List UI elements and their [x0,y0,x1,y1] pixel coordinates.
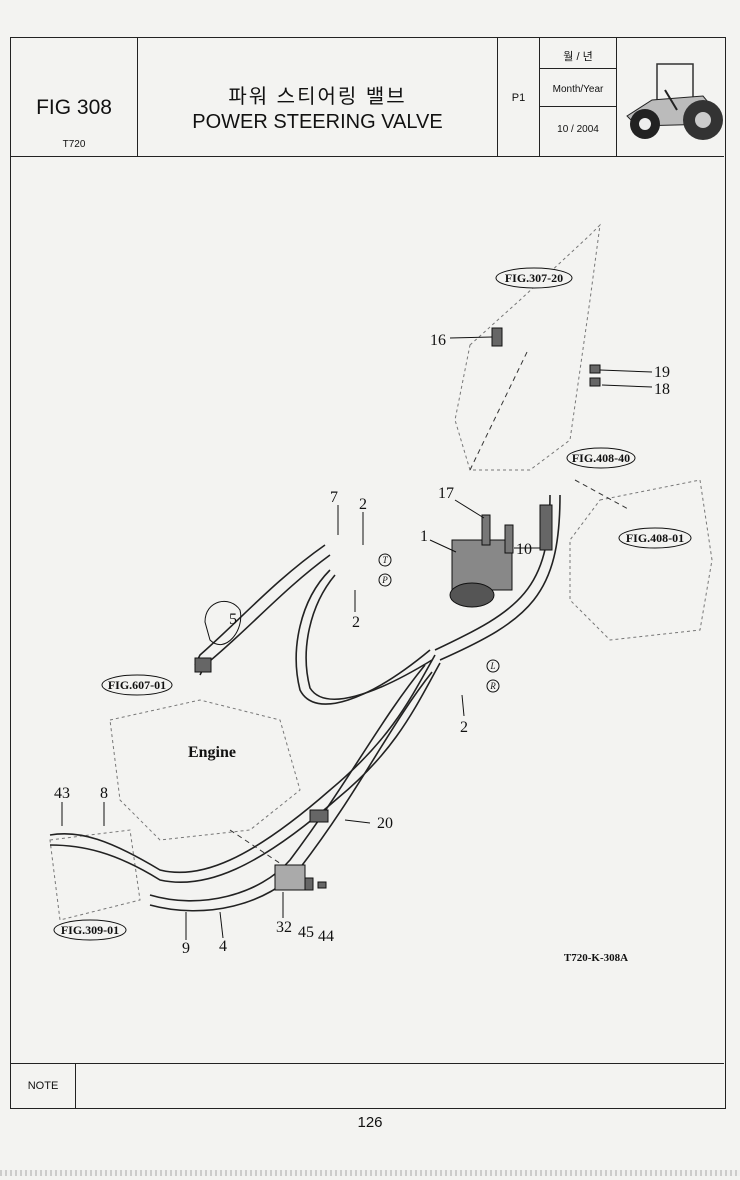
callout-4: 4 [219,938,227,955]
callout-5: 5 [229,611,237,628]
date-label-korean: 월 / 년 [563,51,593,63]
page-cell: P1 [498,38,540,156]
port-label-t: T [382,555,388,565]
note-row: NOTE [11,1063,724,1108]
page-number: 126 [357,1114,383,1131]
callout-16: 16 [430,332,446,349]
exploded-parts-diagram: FIG.307-20 FIG.408-40 FIG.408-01 FIG.607… [49,223,713,964]
fig-ref-label: FIG.408-01 [626,531,684,545]
fig-ref-label: FIG.309-01 [61,923,119,937]
title-block: FIG 308 T720 파워 스티어링 밸브 POWER STEERING V… [11,38,724,157]
callout-1: 1 [420,528,428,545]
note-label: NOTE [11,1064,76,1108]
callout-32: 32 [276,919,292,936]
fig-ref-label: FIG.307-20 [505,271,563,285]
title-cell: 파워 스티어링 밸브 POWER STEERING VALVE [138,38,498,156]
fig-ref-label: FIG.607-01 [108,678,166,692]
title-english: POWER STEERING VALVE [192,111,443,133]
scan-artifact [0,1170,740,1176]
callout-43: 43 [54,785,70,802]
callout-44: 44 [318,928,334,945]
fig-cell: FIG 308 T720 [11,38,138,156]
callout-18: 18 [654,381,670,398]
port-label-l: L [489,661,495,671]
callout-19: 19 [654,364,670,381]
callout-45: 45 [298,924,314,941]
date-value: 10 / 2004 [557,124,599,135]
port-label-r: R [489,681,496,691]
drawing-code: T720-K-308A [564,952,628,964]
note-text [77,1064,724,1108]
callout-17: 17 [438,485,454,502]
title-korean: 파워 스티어링 밸브 [228,86,407,108]
tractor-icon [617,38,724,156]
fig-ref-607-01[interactable]: FIG.607-01 [101,674,173,696]
callout-2-top: 2 [359,496,367,513]
engine-label: Engine [188,744,236,761]
fig-ref-309-01[interactable]: FIG.309-01 [53,919,127,941]
date-cell: 월 / 년 Month/Year 10 / 2004 [540,38,617,156]
callout-2-mid: 2 [352,614,360,631]
date-label: Month/Year [552,84,604,95]
callout-7: 7 [330,489,338,506]
callout-20: 20 [377,815,393,832]
fig-ref-408-40[interactable]: FIG.408-40 [566,447,636,469]
model-number: T720 [62,139,86,150]
callout-10: 10 [516,541,532,558]
fig-ref-label: FIG.408-40 [572,451,630,465]
fig-ref-408-01[interactable]: FIG.408-01 [618,527,692,549]
callout-8: 8 [100,785,108,802]
port-label-p: P [381,575,388,585]
fig-ref-307-20[interactable]: FIG.307-20 [495,267,573,289]
callout-9: 9 [182,940,190,957]
parts-catalog-page: FIG 308 T720 파워 스티어링 밸브 POWER STEERING V… [10,37,726,1109]
fig-number: FIG 308 [36,96,112,119]
page-label: P1 [511,92,526,104]
callout-2-low: 2 [460,719,468,736]
